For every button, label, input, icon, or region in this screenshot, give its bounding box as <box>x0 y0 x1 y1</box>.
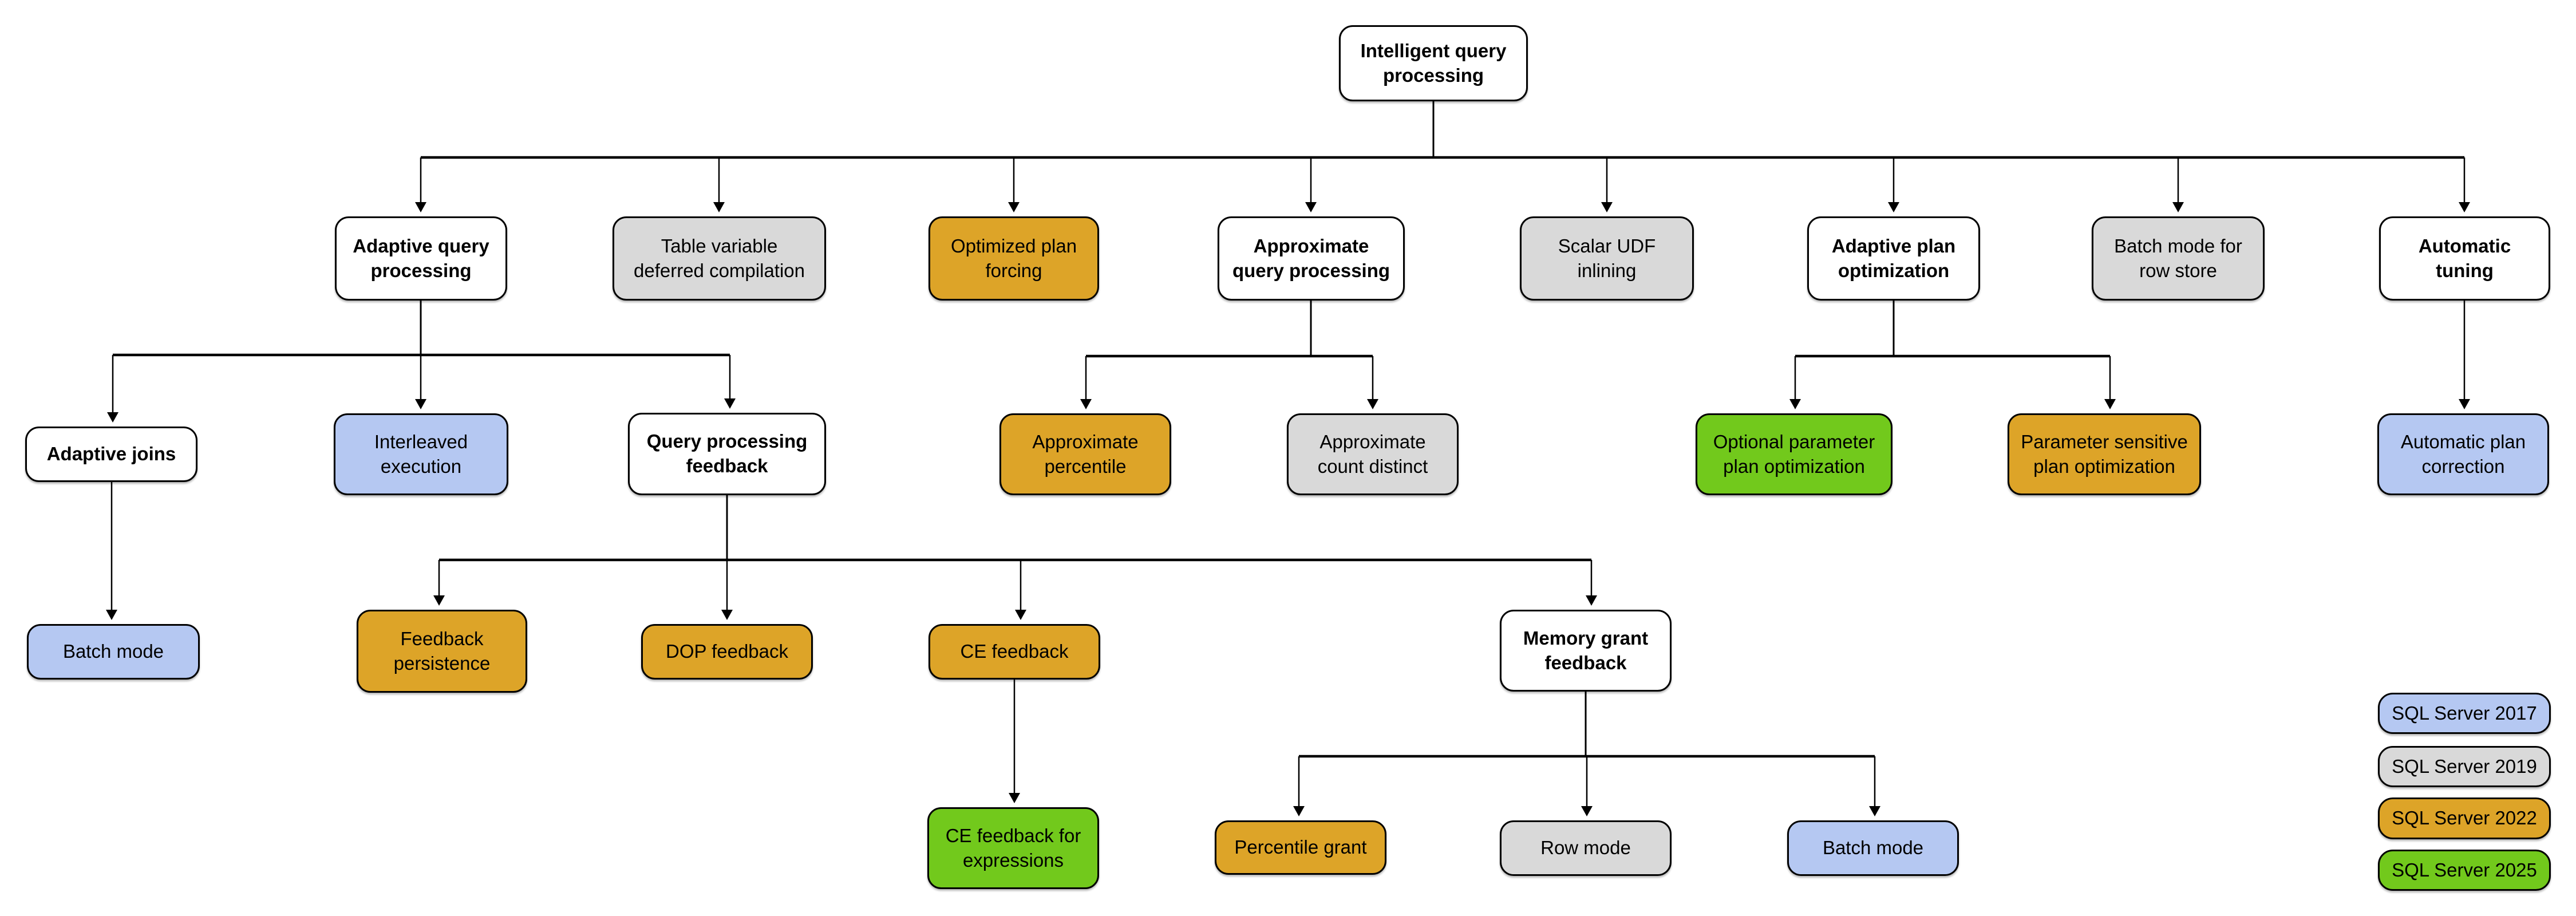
node-label: Query processing feedback <box>646 431 808 476</box>
node-row-mode: Row mode <box>1500 820 1672 876</box>
node-batch-mode-adaptive-joins: Batch mode <box>27 624 200 680</box>
node-label: Memory grant feedback <box>1523 627 1649 673</box>
node-ce-feedback-for-expressions: CE feedback for expressions <box>927 807 1099 889</box>
node-label: Adaptive plan optimization <box>1831 235 1956 281</box>
node-label: Adaptive query processing <box>353 235 489 281</box>
node-label: Automatic plan correction <box>2400 431 2526 477</box>
node-automatic-plan-correction: Automatic plan correction <box>2377 413 2549 495</box>
node-adaptive-plan-optimization: Adaptive plan optimization <box>1807 216 1980 301</box>
node-label: Scalar UDF inlining <box>1558 235 1656 281</box>
node-adaptive-joins: Adaptive joins <box>25 427 197 482</box>
node-label: Interleaved execution <box>374 431 468 477</box>
node-label: Row mode <box>1540 837 1631 859</box>
node-ce-feedback: CE feedback <box>929 624 1100 680</box>
node-dop-feedback: DOP feedback <box>641 624 813 680</box>
legend-sql-server-2017: SQL Server 2017 <box>2378 693 2551 734</box>
node-label: Automatic tuning <box>2418 235 2511 281</box>
node-label: Table variable deferred compilation <box>634 235 805 281</box>
node-label: Intelligent query processing <box>1360 40 1507 86</box>
node-batch-mode-for-row-store: Batch mode for row store <box>2092 216 2265 301</box>
node-approximate-query-processing: Approximate query processing <box>1218 216 1405 301</box>
node-label: Percentile grant <box>1234 836 1367 858</box>
node-label: Approximate percentile <box>1032 431 1139 477</box>
legend-sql-server-2022: SQL Server 2022 <box>2378 797 2551 839</box>
legend-label: SQL Server 2025 <box>2392 859 2537 881</box>
legend-sql-server-2025: SQL Server 2025 <box>2378 850 2551 891</box>
node-label: Batch mode <box>1822 837 1924 859</box>
node-interleaved-execution: Interleaved execution <box>334 413 508 495</box>
node-feedback-persistence: Feedback persistence <box>357 610 527 693</box>
node-intelligent-query-processing: Intelligent query processing <box>1339 25 1528 101</box>
node-query-processing-feedback: Query processing feedback <box>628 413 826 495</box>
node-label: Batch mode for row store <box>2114 235 2242 281</box>
node-label: CE feedback for expressions <box>945 824 1081 871</box>
legend-sql-server-2019: SQL Server 2019 <box>2378 746 2551 787</box>
node-batch-mode-memory-grant: Batch mode <box>1787 820 1959 876</box>
node-label: Optional parameter plan optimization <box>1713 431 1875 477</box>
node-percentile-grant: Percentile grant <box>1215 820 1386 875</box>
node-approximate-percentile: Approximate percentile <box>999 413 1171 495</box>
node-memory-grant-feedback: Memory grant feedback <box>1500 610 1672 692</box>
node-label: Approximate query processing <box>1232 235 1390 281</box>
node-label: Parameter sensitive plan optimization <box>2021 431 2188 477</box>
node-label: Optimized plan forcing <box>950 235 1077 281</box>
node-label: Batch mode <box>62 641 164 662</box>
node-approximate-count-distinct: Approximate count distinct <box>1287 413 1459 495</box>
node-label: DOP feedback <box>665 641 789 662</box>
node-label: CE feedback <box>960 641 1069 662</box>
node-label: Approximate count distinct <box>1317 431 1428 477</box>
legend-label: SQL Server 2017 <box>2392 702 2537 724</box>
legend-label: SQL Server 2019 <box>2392 755 2537 777</box>
node-parameter-sensitive-plan-optimization: Parameter sensitive plan optimization <box>2008 413 2201 495</box>
node-automatic-tuning: Automatic tuning <box>2379 216 2550 301</box>
node-adaptive-query-processing: Adaptive query processing <box>335 216 507 301</box>
node-optimized-plan-forcing: Optimized plan forcing <box>929 216 1099 301</box>
node-label: Feedback persistence <box>393 627 491 674</box>
legend-label: SQL Server 2022 <box>2392 807 2537 829</box>
node-table-variable-deferred-compilation: Table variable deferred compilation <box>613 216 826 301</box>
node-label: Adaptive joins <box>46 443 176 465</box>
node-optional-parameter-plan-optimization: Optional parameter plan optimization <box>1696 413 1893 495</box>
node-scalar-udf-inlining: Scalar UDF inlining <box>1520 216 1694 301</box>
